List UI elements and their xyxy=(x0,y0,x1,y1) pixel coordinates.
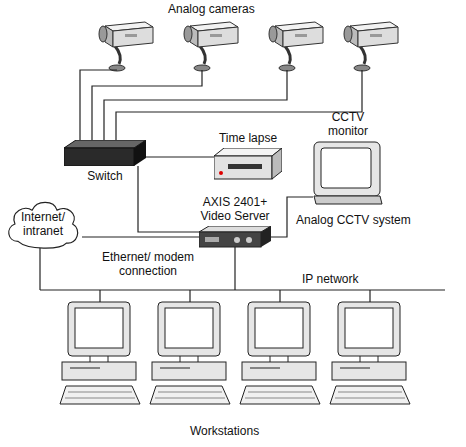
ip-network-bus xyxy=(40,246,445,302)
caption-label: IP network xyxy=(300,272,360,286)
video-server-box xyxy=(199,226,271,248)
device-shape xyxy=(313,141,383,205)
workstation xyxy=(60,302,140,404)
device-shape xyxy=(64,140,146,166)
caption-label: Workstations xyxy=(188,424,261,438)
analog-camera xyxy=(184,22,238,71)
analog-camera xyxy=(344,22,398,71)
device-node: AXIS 2401+ Video Server xyxy=(186,195,284,248)
device-node: CCTV monitor xyxy=(312,110,384,205)
device-shape xyxy=(199,226,271,248)
cctv-monitor xyxy=(313,141,383,205)
workstation xyxy=(150,302,230,404)
device-node: Switch xyxy=(60,140,150,183)
edge-label: Ethernet/ modem connection xyxy=(94,250,202,278)
caption-label: Analog cameras xyxy=(166,2,257,16)
cloud-node: Internet/ intranet xyxy=(4,198,82,250)
cable-line xyxy=(146,156,214,157)
time-lapse-recorder xyxy=(214,148,282,180)
workstation xyxy=(240,302,320,404)
workstation xyxy=(330,302,410,404)
cable-line xyxy=(138,166,199,232)
device-shape xyxy=(214,148,282,180)
cable-connector xyxy=(146,157,214,158)
switch-box xyxy=(64,140,146,166)
node-label: Switch xyxy=(60,169,150,183)
analog-camera xyxy=(269,22,323,71)
caption-label: Analog CCTV system xyxy=(294,213,413,227)
cable-connector xyxy=(138,166,199,232)
node-label: Internet/ intranet xyxy=(12,210,74,238)
device-node: Time lapse xyxy=(208,131,288,180)
cable-line xyxy=(82,236,199,237)
analog-camera xyxy=(99,22,153,71)
node-label: AXIS 2401+ Video Server xyxy=(186,195,284,223)
cable-connector xyxy=(82,237,199,238)
node-label: Time lapse xyxy=(208,131,288,145)
camera-wires xyxy=(80,70,362,140)
node-label: CCTV monitor xyxy=(312,110,384,138)
